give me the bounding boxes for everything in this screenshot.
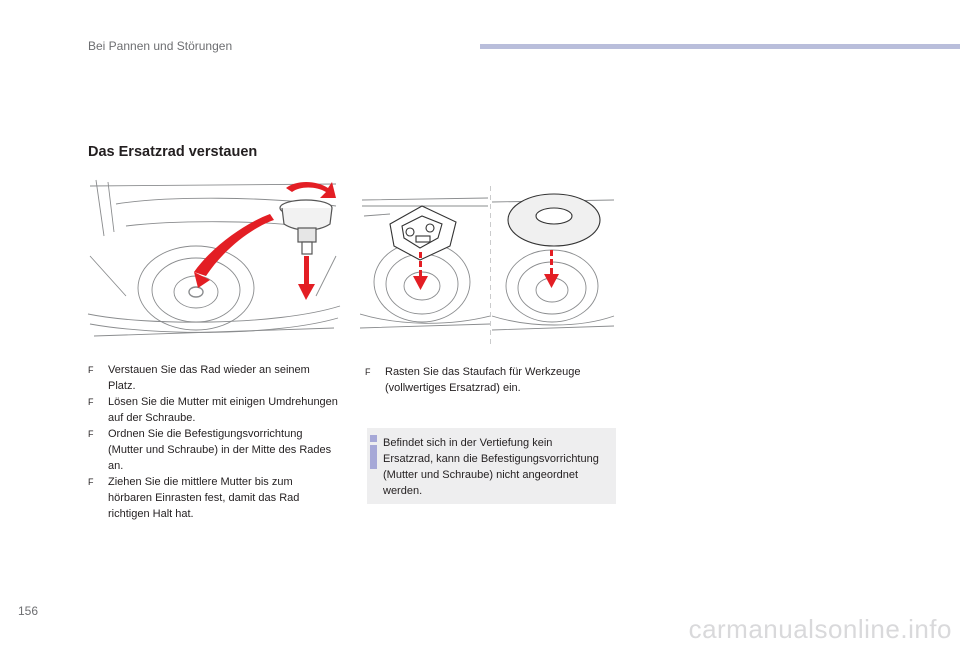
illustration-spare-wheel-fixing (86, 176, 342, 348)
step-text: Verstauen Sie das Rad wieder an seinem P… (108, 364, 310, 392)
list-item: F Ordnen Sie die Befestigungsvorrichtung … (88, 426, 338, 474)
list-item: F Rasten Sie das Staufach für Werkzeuge (… (365, 364, 615, 396)
bullet-icon: F (365, 367, 371, 377)
info-text: Befindet sich in der Vertiefung kein Ers… (383, 437, 599, 497)
info-icon (370, 435, 377, 469)
list-item: F Lösen Sie die Mutter mit einigen Umdreh… (88, 394, 338, 426)
steps-list-left: F Verstauen Sie das Rad wieder an seinem … (88, 362, 338, 522)
step-text: Ziehen Sie die mittlere Mutter bis zum h… (108, 476, 300, 520)
section-title: Das Ersatzrad verstauen (88, 144, 258, 160)
list-item: F Ziehen Sie die mittlere Mutter bis zum … (88, 474, 338, 522)
chapter-title: Bei Pannen und Störungen (88, 39, 233, 53)
page-number: 156 (18, 604, 39, 618)
bullet-icon: F (88, 365, 94, 375)
watermark: carmanualsonline.info (688, 614, 952, 644)
steps-list-right: F Rasten Sie das Staufach für Werkzeuge (… (365, 364, 615, 396)
step-text: Lösen Sie die Mutter mit einigen Umdrehu… (108, 396, 338, 424)
bullet-icon: F (88, 477, 94, 487)
illustration-tool-tray (360, 176, 490, 348)
bullet-icon: F (88, 397, 94, 407)
list-item: F Verstauen Sie das Rad wieder an seinem … (88, 362, 338, 394)
bullet-icon: F (88, 429, 94, 439)
header-accent-bar (480, 44, 960, 49)
info-note: Befindet sich in der Vertiefung kein Ers… (367, 428, 616, 504)
step-text: Rasten Sie das Staufach für Werkzeuge (v… (385, 366, 581, 394)
illustration-floor-cover (490, 176, 616, 348)
step-text: Ordnen Sie die Befestigungsvorrichtung (… (108, 428, 332, 472)
